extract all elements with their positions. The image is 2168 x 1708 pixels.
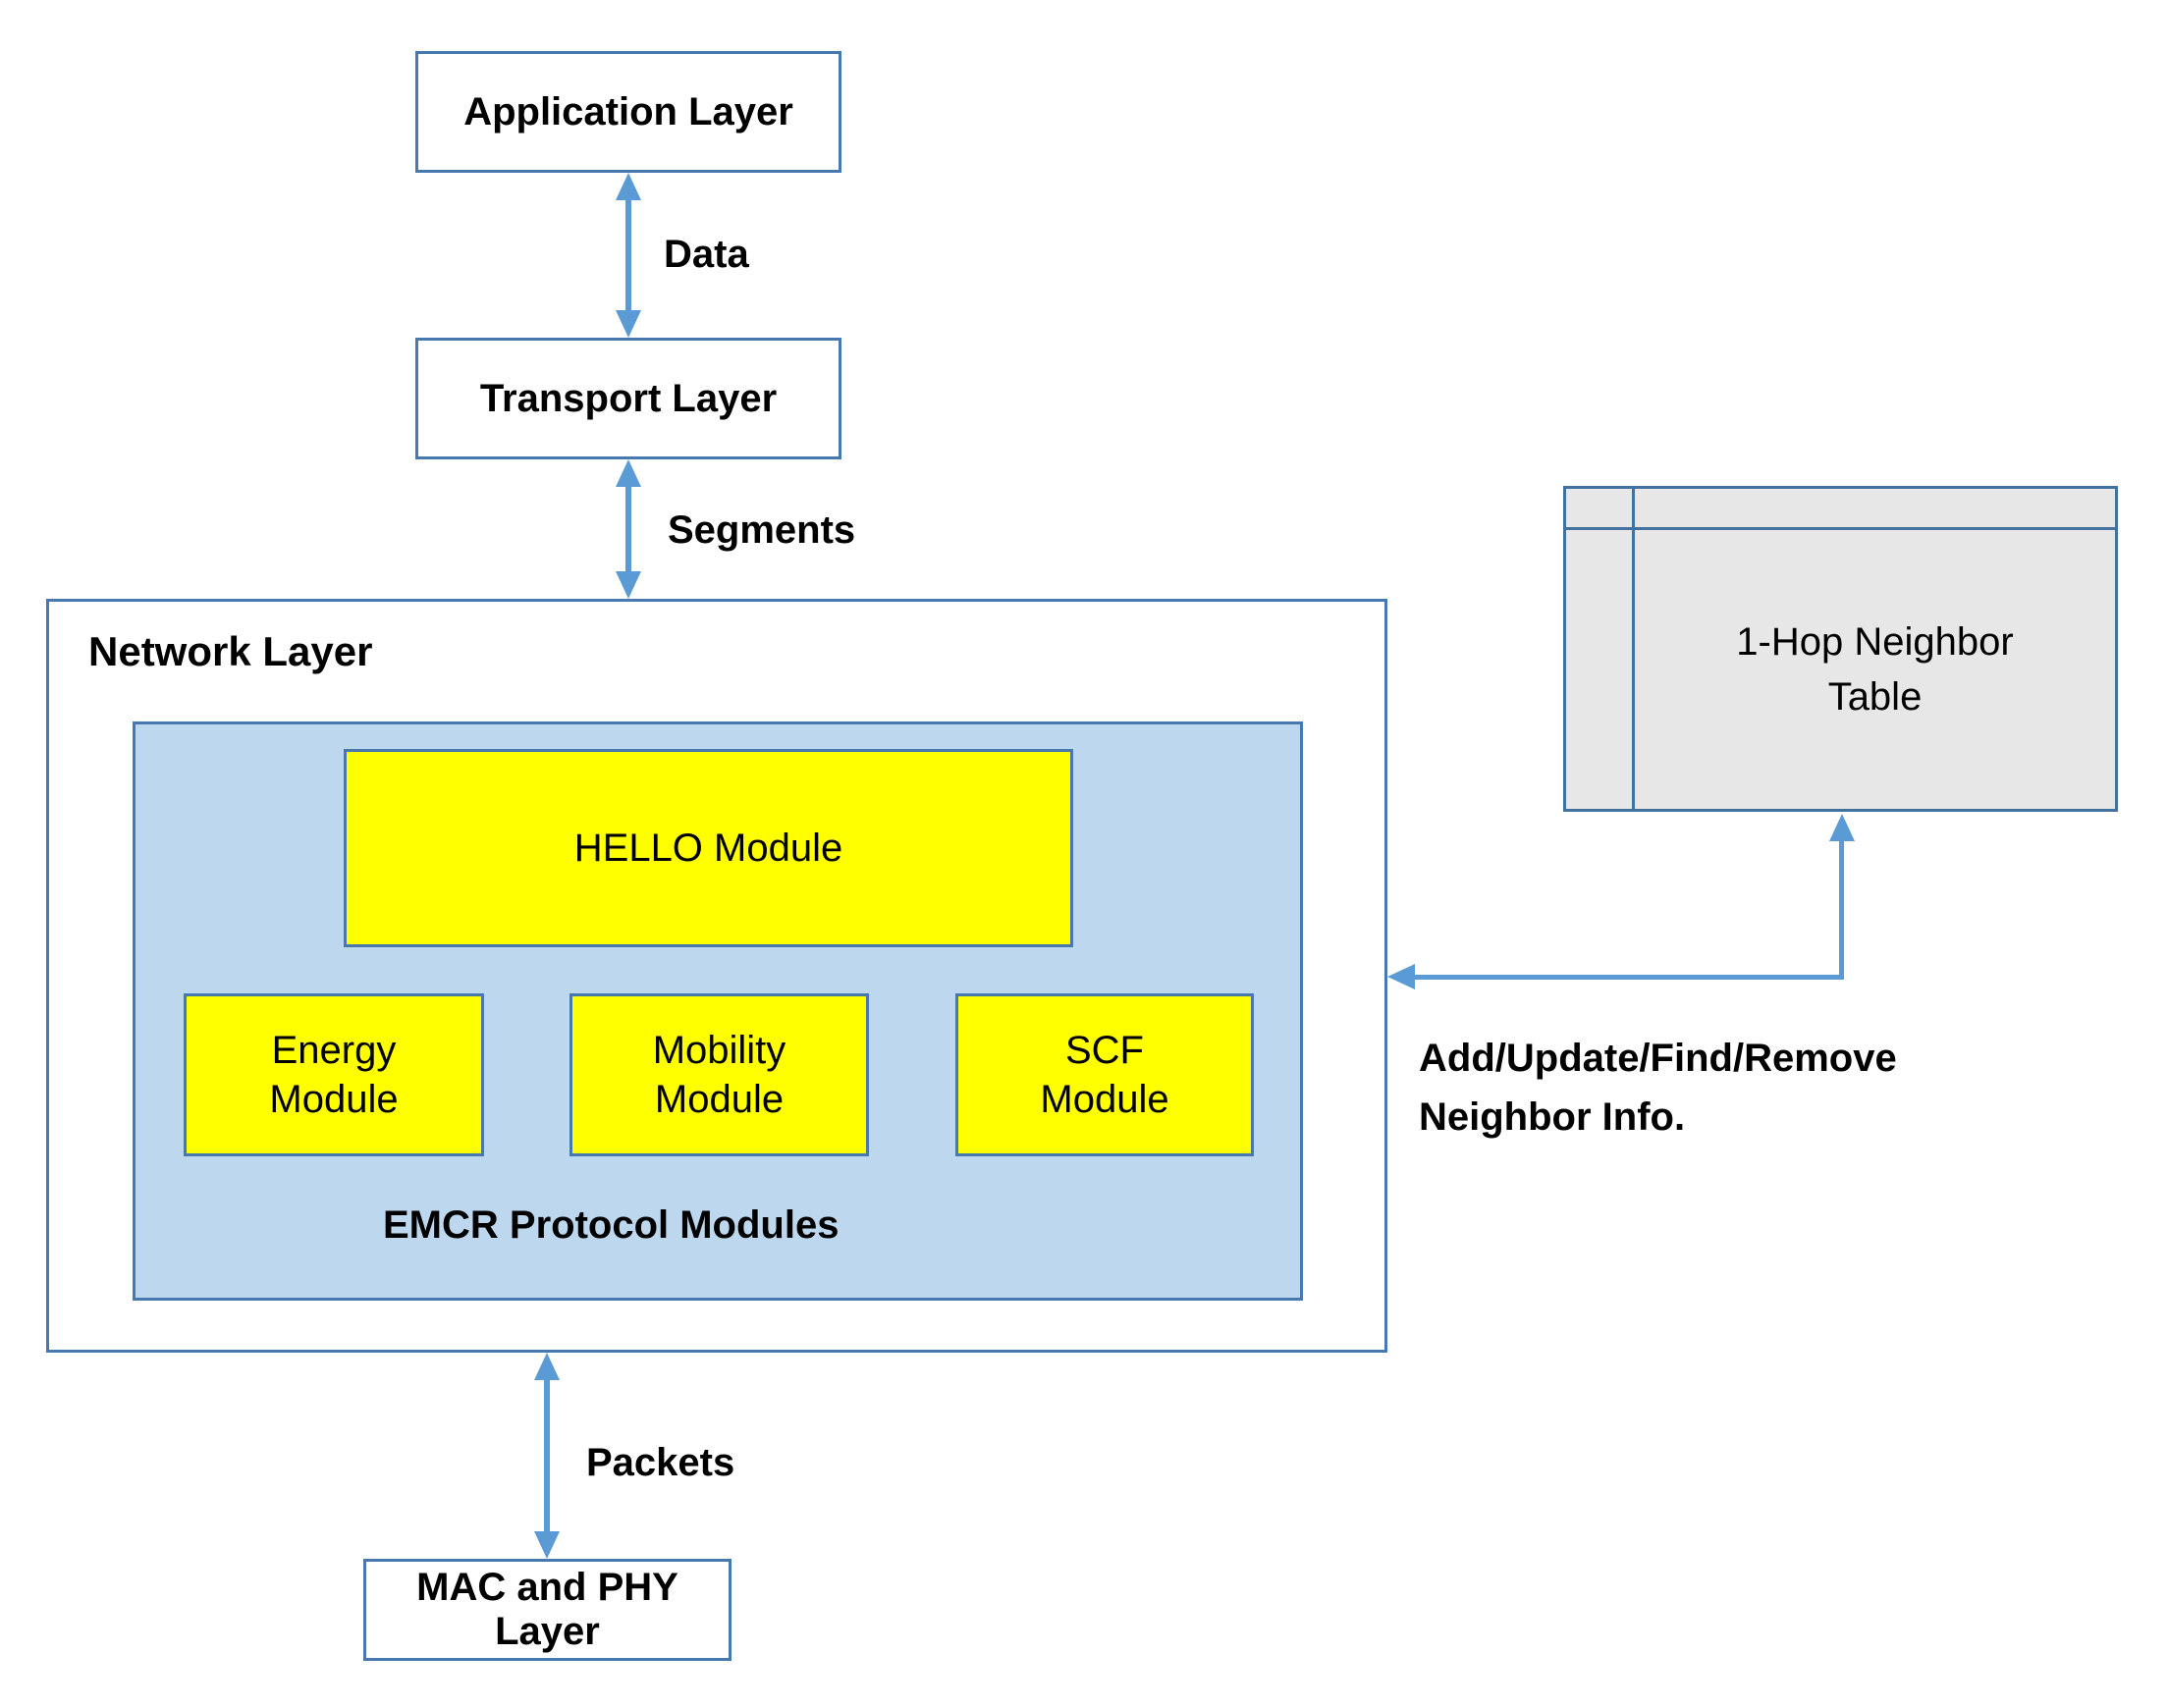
- emcr-group-label: EMCR Protocol Modules: [383, 1203, 840, 1247]
- data-arrow-label: Data: [664, 233, 749, 276]
- transport-layer-label: Transport Layer: [479, 376, 778, 420]
- arrow-stem: [544, 1376, 550, 1535]
- table-column-divider: [1632, 489, 1635, 809]
- data-arrow: [616, 173, 641, 338]
- segments-arrow-label: Segments: [668, 508, 856, 552]
- arrowhead-up-icon: [1829, 814, 1855, 841]
- packets-arrow: [534, 1353, 560, 1559]
- mac-phy-layer-box: MAC and PHY Layer: [363, 1559, 732, 1661]
- packets-arrow-label: Packets: [586, 1441, 735, 1484]
- arrowhead-down-icon: [616, 571, 641, 599]
- neighbor-note-label: Add/Update/Find/Remove Neighbor Info.: [1419, 1037, 1897, 1139]
- arrowhead-up-icon: [616, 173, 641, 200]
- arrowhead-left-icon: [1387, 964, 1415, 989]
- mac-phy-layer-label: MAC and PHY Layer: [416, 1566, 678, 1653]
- application-layer-label: Application Layer: [463, 89, 793, 133]
- arrowhead-down-icon: [616, 310, 641, 338]
- arrowhead-down-icon: [534, 1531, 560, 1559]
- arrow-stem: [625, 196, 631, 314]
- neighbor-table: 1-Hop Neighbor Table: [1563, 486, 2118, 812]
- neighbor-link-vertical-stem: [1839, 841, 1844, 979]
- network-layer-label: Network Layer: [88, 628, 373, 674]
- table-header-row: [1566, 489, 2115, 530]
- transport-layer-box: Transport Layer: [415, 338, 841, 459]
- arrowhead-up-icon: [616, 459, 641, 487]
- hello-module-label: HELLO Module: [573, 827, 843, 870]
- application-layer-box: Application Layer: [415, 51, 841, 173]
- arrow-stem: [625, 483, 631, 575]
- segments-arrow: [616, 459, 641, 599]
- arrowhead-up-icon: [534, 1353, 560, 1380]
- neighbor-link-horizontal-stem: [1415, 975, 1844, 980]
- neighbor-table-label: 1-Hop Neighbor Table: [1736, 620, 2014, 719]
- hello-module-box: HELLO Module: [344, 749, 1073, 947]
